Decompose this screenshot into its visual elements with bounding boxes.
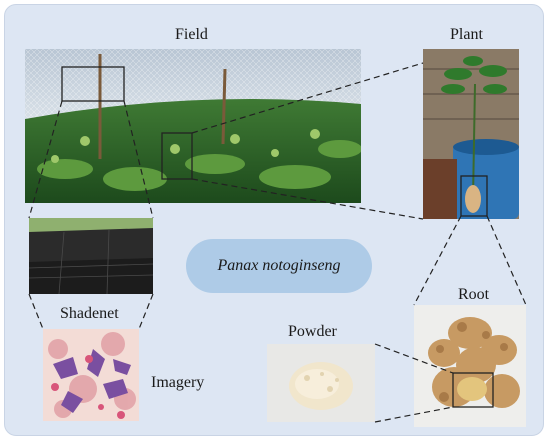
shadenet-label: Shadenet xyxy=(60,305,119,322)
field-to-plant-line-top xyxy=(191,62,424,134)
shadenet-photo xyxy=(29,218,153,294)
root-to-powder-line-top xyxy=(374,343,454,374)
powder-label: Powder xyxy=(288,323,337,340)
root-to-powder-line-bottom xyxy=(374,406,454,423)
field-label: Field xyxy=(175,26,208,43)
powder-photo xyxy=(267,344,375,422)
plant-to-root-line-right xyxy=(486,215,527,306)
connector-lines xyxy=(28,62,527,423)
micrograph-photo xyxy=(43,329,139,421)
diagram-frame: Field Plant Shadenet Root Powder Imagery… xyxy=(4,4,544,436)
plant-photo xyxy=(423,49,519,219)
shadenet-to-imagery-line-left xyxy=(28,293,44,330)
plant-to-root-line-left xyxy=(413,215,462,306)
root-label: Root xyxy=(458,286,490,303)
plant-label: Plant xyxy=(450,26,483,43)
imagery-label: Imagery xyxy=(151,374,205,391)
field-to-shadenet-line-left xyxy=(28,100,63,219)
species-name: Panax notoginseng xyxy=(217,257,341,274)
field-to-plant-line-bottom xyxy=(191,178,424,220)
species-pill: Panax notoginseng xyxy=(186,239,372,293)
shadenet-to-imagery-line-right xyxy=(138,293,154,330)
field-photo xyxy=(25,49,361,203)
field-to-shadenet-line-right xyxy=(123,100,154,219)
